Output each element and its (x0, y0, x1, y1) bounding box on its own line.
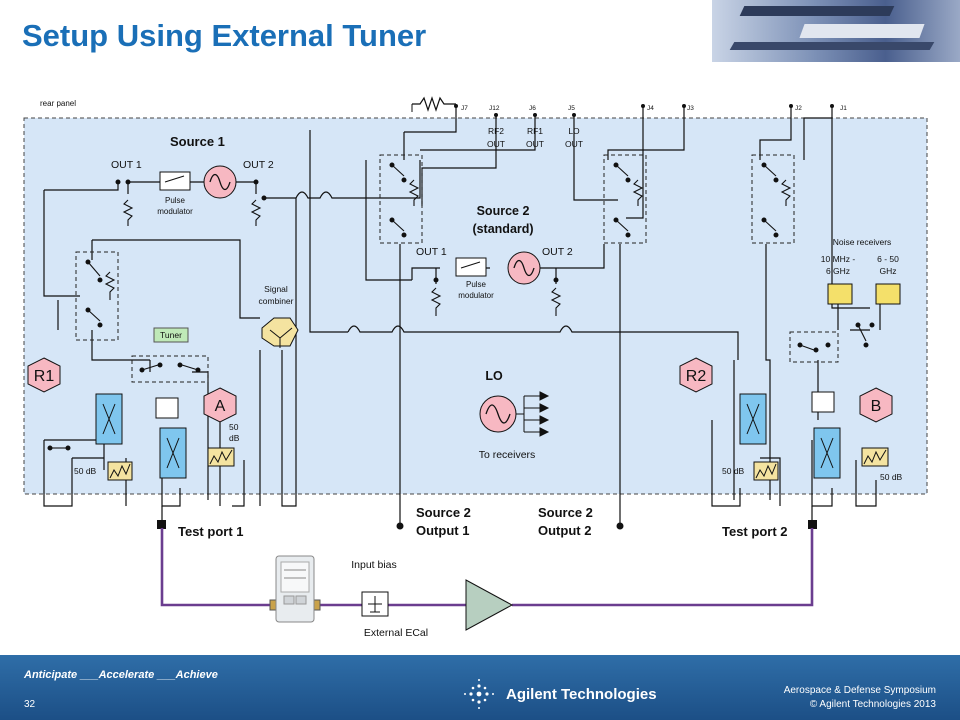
noise-receiver-low (827, 283, 853, 305)
input-bias-label: Input bias (351, 559, 397, 571)
attenuator-r2-label: 50 dB (722, 466, 745, 476)
svg-text:Output 1: Output 1 (416, 523, 469, 538)
lo-to-receivers: To receivers (479, 449, 536, 461)
pulse-modulator-1 (159, 171, 191, 191)
footer-bar: Anticipate ___Accelerate ___Achieve 32 A… (0, 655, 960, 720)
footer-tagline: Anticipate ___Accelerate ___Achieve (24, 669, 218, 681)
attenuator-b-label: 50 dB (880, 472, 903, 482)
attenuator-a (207, 447, 235, 467)
slide-title: Setup Using External Tuner (22, 18, 427, 53)
jack-j4: J4 (647, 105, 654, 112)
source-1-out1: OUT 1 (111, 159, 142, 171)
copyright: © Agilent Technologies 2013 (809, 699, 936, 710)
svg-text:Output 2: Output 2 (538, 523, 591, 538)
brand-name: Agilent Technologies (506, 686, 657, 703)
tuner-tag (153, 327, 189, 343)
noise-receiver-high (875, 283, 901, 305)
source2-output2-label: Source 2 (538, 505, 593, 520)
signal-combiner (261, 317, 299, 347)
svg-text:(standard): (standard) (472, 222, 533, 236)
svg-text:dB: dB (229, 433, 240, 443)
tuner-box (131, 355, 209, 383)
source-2-out2: OUT 2 (542, 246, 573, 258)
pulse-modulator-2 (455, 257, 487, 277)
receiver-a (203, 387, 237, 423)
pulse-modulator-2-label: Pulse (466, 280, 487, 289)
jack-j12: J12 (489, 105, 500, 112)
bias-tee-port2 (811, 391, 835, 413)
agilent-spark-icon (464, 679, 494, 709)
switch-box-s2-left (379, 154, 423, 244)
tuner-label: Tuner (160, 330, 182, 340)
block-diagram: rear panel J7 J12 J6 J5 J4 J3 J2 J1 RF2 … (23, 96, 928, 639)
svg-text:GHz: GHz (880, 266, 897, 276)
source2-output1-label: Source 2 (416, 505, 471, 520)
page-number: 32 (24, 699, 36, 710)
attenuator-a-label: 50 (229, 422, 239, 432)
receiver-r1 (27, 357, 61, 393)
svg-text:6 GHz: 6 GHz (826, 266, 850, 276)
signal-combiner-label: Signal (264, 284, 288, 294)
jack-j6: J6 (529, 105, 536, 112)
svg-text:modulator: modulator (458, 291, 494, 300)
amplifier (465, 579, 514, 631)
receiver-r1-label: R1 (34, 368, 55, 385)
attenuator-r1-label: 50 dB (74, 466, 97, 476)
pulse-modulator-1-label: Pulse (165, 196, 186, 205)
test-port-1-label: Test port 1 (178, 524, 244, 539)
switch-box-source1 (75, 251, 119, 341)
receiver-b-label: B (871, 398, 882, 415)
jack-j1: J1 (840, 105, 847, 112)
jack-j3: J3 (687, 105, 694, 112)
switch-box-port2 (751, 154, 795, 244)
jack-j7: J7 (461, 105, 468, 112)
noise-switch-box (789, 331, 839, 363)
external-ecal-label: External ECal (364, 627, 428, 639)
lo-title: LO (485, 369, 503, 383)
svg-text:combiner: combiner (259, 296, 294, 306)
receiver-b (859, 387, 893, 423)
jack-j5: J5 (568, 105, 575, 112)
ecal-module (269, 555, 321, 623)
noise-receivers-title: Noise receivers (833, 237, 892, 247)
attenuator-b (861, 447, 889, 467)
receiver-r2 (679, 357, 713, 393)
jack-j2: J2 (795, 105, 802, 112)
rear-panel-label: rear panel (40, 99, 76, 108)
source-1-out2: OUT 2 (243, 159, 274, 171)
svg-text:modulator: modulator (157, 207, 193, 216)
switch-box-s2-right (603, 154, 647, 244)
receiver-r2-label: R2 (686, 368, 707, 385)
test-port-2-connector (808, 520, 817, 529)
source-1-title: Source 1 (170, 134, 225, 149)
receiver-a-label: A (215, 398, 226, 415)
bias-tee-port1 (155, 397, 179, 419)
source-2-out1: OUT 1 (416, 246, 447, 258)
event-name: Aerospace & Defense Symposium (783, 685, 936, 696)
external-cable (160, 528, 814, 607)
test-port-1-connector (157, 520, 166, 529)
test-port-2-label: Test port 2 (722, 524, 788, 539)
source-2-title: Source 2 (477, 204, 530, 218)
svg-text:10 MHz -: 10 MHz - (821, 254, 856, 264)
instrument-panel (23, 117, 928, 495)
svg-text:6 - 50: 6 - 50 (877, 254, 899, 264)
header-banner-image (712, 0, 960, 62)
